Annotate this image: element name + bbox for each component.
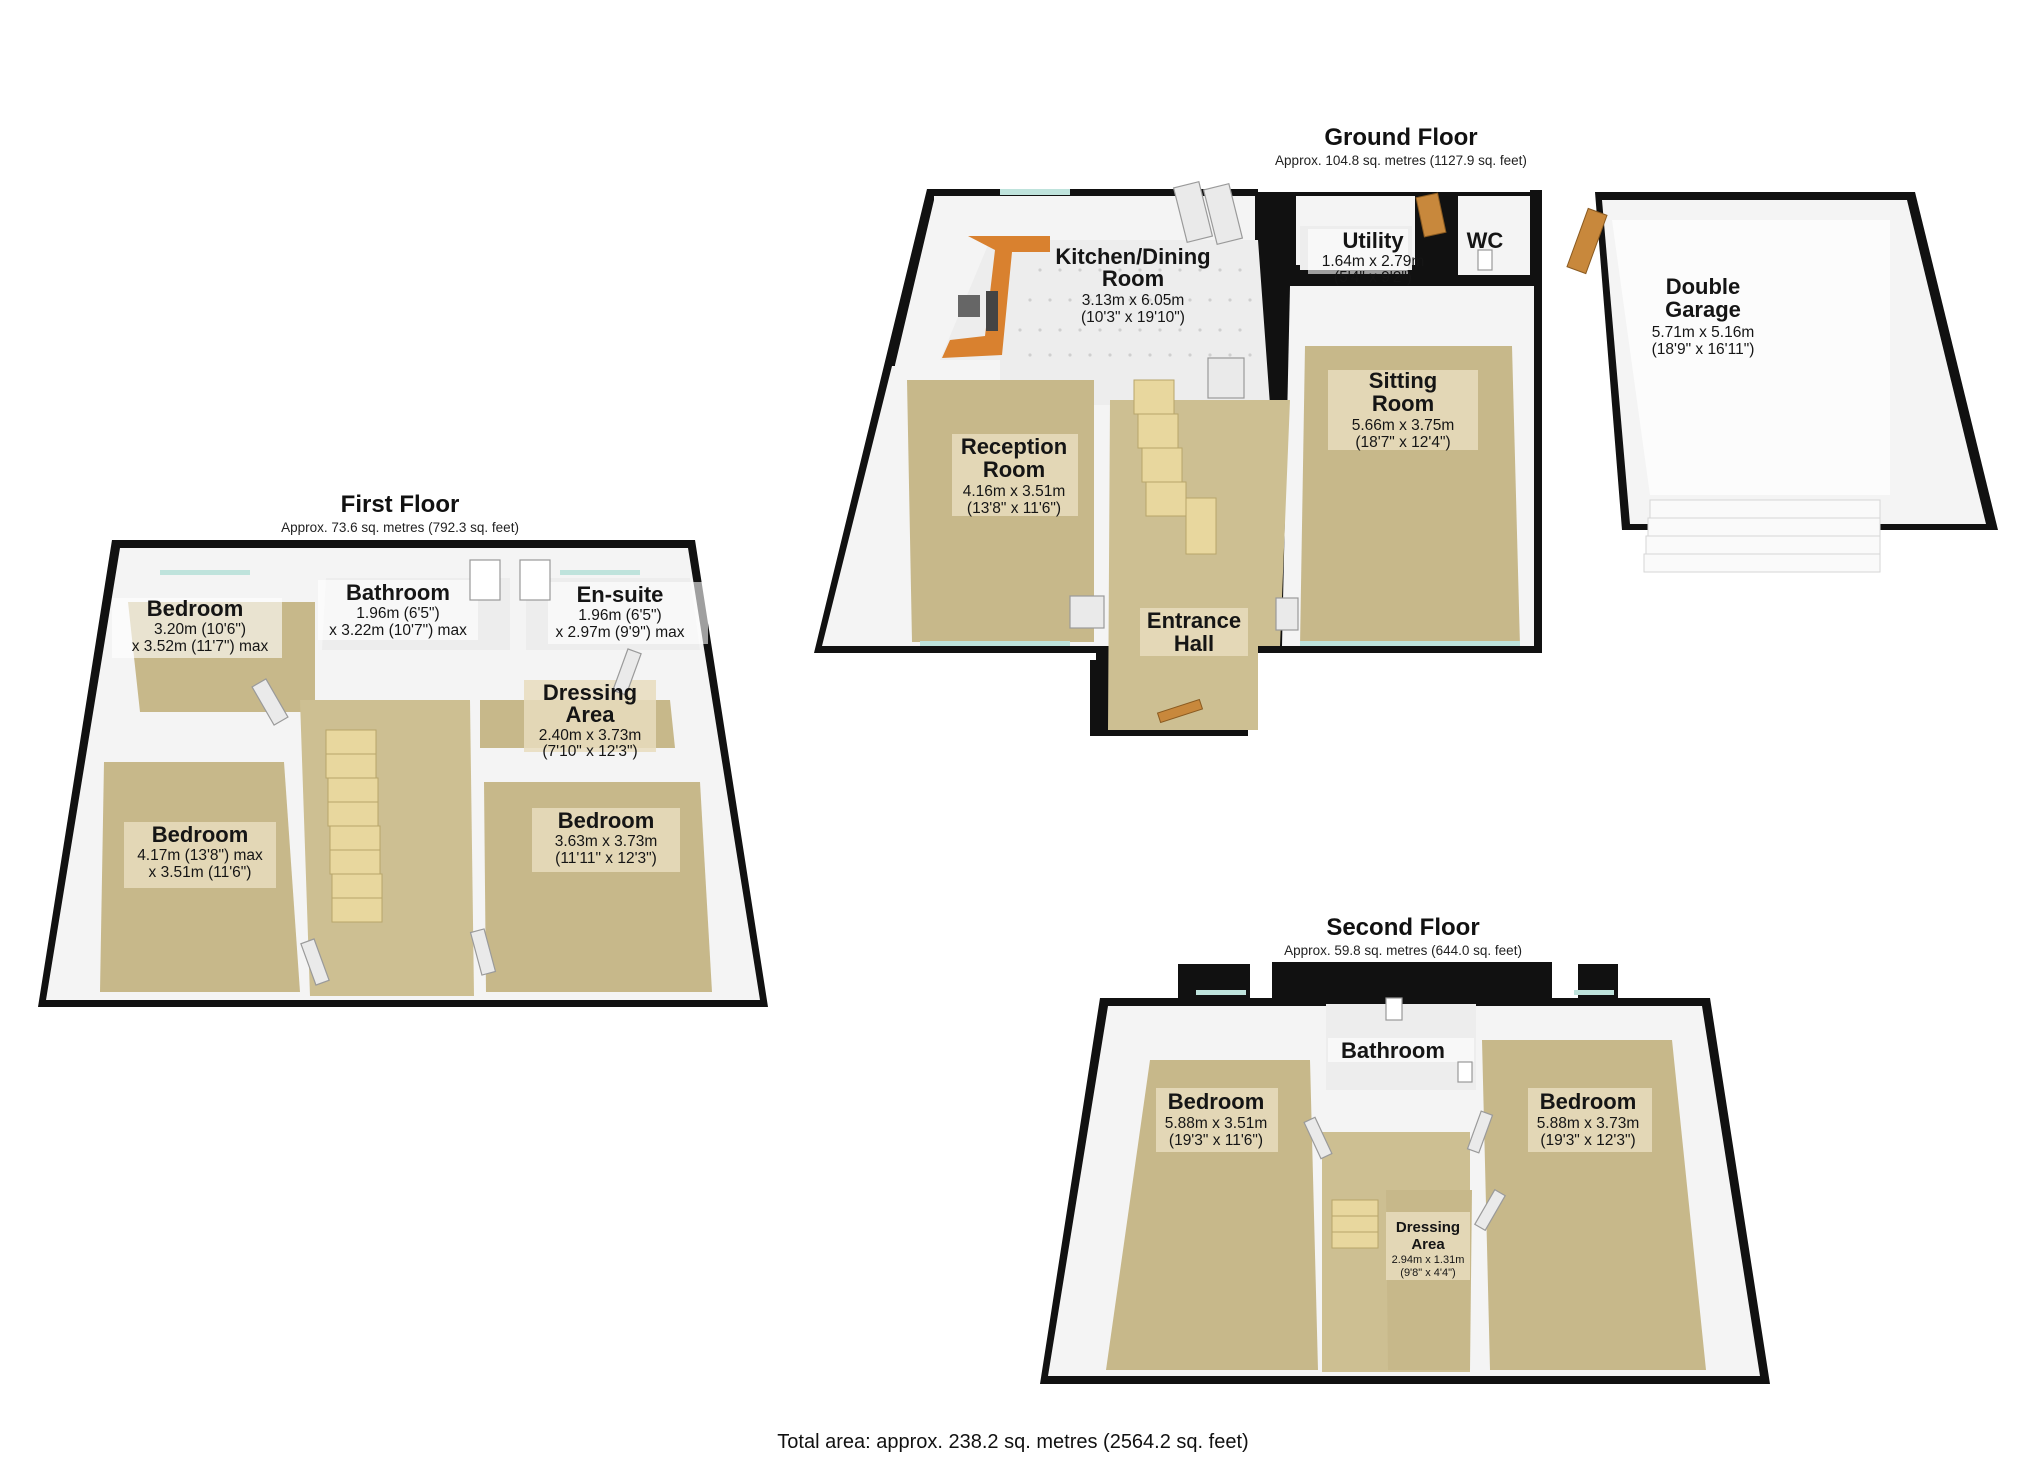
wc-toilet-icon: [1477, 249, 1493, 271]
utility-dim-ft: (5'4" x 9'2"): [1334, 269, 1412, 286]
garage-side-door-icon: [1566, 207, 1608, 275]
ground-floor-stairs: [1133, 379, 1217, 555]
kitchen-dim-ft: (10'3" x 19'10"): [1081, 309, 1185, 326]
sitting-label-2: Room: [1372, 391, 1434, 416]
first-floor-area: Approx. 73.6 sq. metres (792.3 sq. feet): [281, 520, 519, 535]
reception-label-2: Room: [983, 457, 1045, 482]
patio-door-icon-2: [1202, 182, 1244, 246]
ff-bedroom-bl-label: Bedroom: [152, 822, 249, 847]
wc-label: WC: [1467, 228, 1504, 253]
ff-dressing-dim-m: 2.40m x 3.73m: [539, 727, 642, 744]
garage-label: Double: [1666, 274, 1741, 299]
ff-bedroom-br-label: Bedroom: [558, 808, 655, 833]
utility-label: Utility: [1342, 228, 1404, 253]
ground-floor-title: Ground Floor: [1324, 124, 1477, 151]
first-floor-plan: First Floor Approx. 73.6 sq. metres (792…: [38, 491, 768, 1007]
ff-bedroom-bl-dim-2: x 3.51m (11'6"): [149, 864, 252, 881]
sitting-dim-m: 5.66m x 3.75m: [1352, 417, 1455, 434]
sf-dressing-dim-m: 2.94m x 1.31m: [1392, 1254, 1465, 1266]
second-floor-title: Second Floor: [1326, 914, 1479, 941]
sf-dressing-label: Dressing: [1396, 1219, 1460, 1236]
sf-dressing-dim-ft: (9'8" x 4'4"): [1400, 1267, 1455, 1279]
ff-bedroom-tl-dim-1: 3.20m (10'6"): [154, 621, 246, 638]
hob-icon: [958, 295, 980, 317]
first-floor-title: First Floor: [341, 491, 460, 518]
sitting-door-icon: [1275, 597, 1299, 631]
oven-icon: [986, 291, 998, 331]
reception-door-icon: [1069, 595, 1105, 629]
sf-bedroom-left-dim-ft: (19'3" x 11'6"): [1169, 1132, 1263, 1149]
sf-dressing-door-icon: [1473, 1188, 1507, 1232]
reception-label: Reception: [961, 434, 1067, 459]
front-door-icon: [1156, 698, 1204, 724]
first-floor-stairs: [325, 729, 383, 923]
sf-dressing-label-2: Area: [1411, 1236, 1445, 1253]
bedroom-br-door-icon: [469, 928, 497, 976]
second-floor-stairs: [1331, 1199, 1379, 1249]
ff-bedroom-bl-dim-1: 4.17m (13'8") max: [137, 847, 263, 864]
reception-dim-m: 4.16m x 3.51m: [963, 483, 1066, 500]
garage-label-2: Garage: [1665, 297, 1741, 322]
garage-dim-m: 5.71m x 5.16m: [1652, 324, 1755, 341]
sf-bathroom-label: Bathroom: [1341, 1038, 1445, 1063]
hall-door-icon: [1207, 357, 1245, 399]
ff-bathroom-dim-2: x 3.22m (10'7") max: [329, 622, 467, 639]
sf-bedroom-right-dim-m: 5.88m x 3.73m: [1537, 1115, 1640, 1132]
ground-floor-plan: Ground Floor Approx. 104.8 sq. metres (1…: [814, 124, 1998, 736]
second-floor-area: Approx. 59.8 sq. metres (644.0 sq. feet): [1284, 943, 1522, 958]
sitting-dim-ft: (18'7" x 12'4"): [1355, 434, 1450, 451]
ff-bedroom-br-dim-ft: (11'11" x 12'3"): [555, 850, 657, 867]
total-area-caption: Total area: approx. 238.2 sq. metres (25…: [777, 1431, 1248, 1453]
entrance-hall-label-2: Hall: [1174, 631, 1214, 656]
garage-dim-ft: (18'9" x 16'11"): [1652, 341, 1755, 358]
ff-ensuite-dim-2: x 2.97m (9'9") max: [555, 624, 684, 641]
dressing-door-icon: [612, 648, 642, 696]
ff-bedroom-br-dim-m: 3.63m x 3.73m: [555, 833, 658, 850]
ff-dressing-label-2: Area: [566, 702, 616, 727]
utility-door-icon: [1415, 192, 1447, 238]
ff-bathroom-label: Bathroom: [346, 580, 450, 605]
ff-ensuite-label: En-suite: [577, 582, 664, 607]
kitchen-label: Kitchen/Dining: [1055, 244, 1210, 269]
sf-basin-icon: [1457, 1061, 1473, 1083]
sitting-label: Sitting: [1369, 368, 1437, 393]
second-floor-plan: Second Floor Approx. 59.8 sq. metres (64…: [1040, 914, 1770, 1384]
ensuite-shower-icon: [519, 559, 551, 601]
ff-ensuite-dim-1: 1.96m (6'5"): [578, 607, 661, 624]
sf-bedroom-left-label: Bedroom: [1168, 1089, 1265, 1114]
sf-toilet-icon: [1385, 997, 1403, 1021]
bedroom-tl-door-icon: [251, 678, 289, 726]
kitchen-window: [1000, 189, 1070, 195]
sf-bedroom-left-door-icon: [1303, 1116, 1333, 1160]
sf-bedroom-right-door-icon: [1466, 1110, 1494, 1154]
ff-dressing-label: Dressing: [543, 680, 637, 705]
garage-door: [1643, 499, 1881, 573]
sf-bedroom-left-dim-m: 5.88m x 3.51m: [1165, 1115, 1268, 1132]
kitchen-label-2: Room: [1102, 266, 1164, 291]
reception-dim-ft: (13'8" x 11'6"): [967, 500, 1061, 517]
bedroom-bl-door-icon: [300, 938, 330, 986]
ground-floor-area: Approx. 104.8 sq. metres (1127.9 sq. fee…: [1275, 153, 1527, 168]
patio-door-icon: [1172, 180, 1214, 244]
entrance-hall-floor: [1108, 400, 1290, 730]
ff-bathroom-dim-1: 1.96m (6'5"): [356, 605, 439, 622]
kitchen-floor: [940, 240, 1270, 405]
sf-bedroom-right-dim-ft: (19'3" x 12'3"): [1540, 1132, 1635, 1149]
ff-bedroom-tl-dim-2: x 3.52m (11'7") max: [132, 638, 269, 655]
entrance-hall-label: Entrance: [1147, 608, 1241, 633]
ff-dressing-dim-ft: (7'10" x 12'3"): [542, 743, 637, 760]
shower-icon: [469, 559, 501, 601]
kitchen-dim-m: 3.13m x 6.05m: [1082, 292, 1185, 309]
sf-bedroom-right-label: Bedroom: [1540, 1089, 1637, 1114]
utility-dim-m: 1.64m x 2.79m: [1322, 253, 1425, 270]
ff-bedroom-tl-label: Bedroom: [147, 596, 244, 621]
